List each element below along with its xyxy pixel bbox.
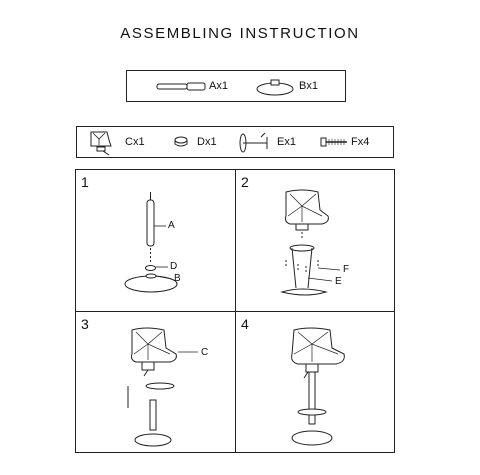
screw-icon (320, 137, 347, 147)
step-1-callout-b: B (174, 273, 181, 284)
step-1-callout-d: D (170, 261, 178, 272)
part-label-f: Fx4 (351, 136, 370, 148)
step-4-number: 4 (241, 316, 249, 332)
grid-divider-horizontal (76, 311, 394, 312)
step-3-panel: 3 C (76, 312, 235, 452)
step-2-number: 2 (241, 174, 249, 190)
gas-lift-icon (156, 82, 206, 91)
step-1-callout-a: A (168, 220, 175, 231)
part-label-e: Ex1 (277, 136, 296, 148)
step-3-callout-c: C (201, 347, 209, 358)
step-2-panel: 2 F E (236, 170, 396, 311)
step-2-callout-e: E (335, 276, 342, 287)
step-4-illustration (291, 327, 345, 446)
step-3-number: 3 (81, 316, 89, 332)
part-label-c: Cx1 (125, 136, 145, 148)
base-icon (256, 79, 294, 96)
page-title: ASSEMBLING INSTRUCTION (120, 25, 360, 42)
step-1-panel: 1 A D B (76, 170, 235, 311)
step-2-callout-f: F (343, 264, 350, 275)
part-label-a: Ax1 (209, 80, 228, 92)
ring-icon (174, 136, 188, 147)
step-3-illustration (127, 327, 198, 447)
seat-icon (90, 131, 112, 156)
part-label-d: Dx1 (197, 136, 217, 148)
parts-list-top: Ax1 Bx1 (126, 70, 346, 102)
step-1-number: 1 (81, 174, 89, 190)
parts-list-bottom: Cx1 Dx1 Ex1 Fx4 (76, 126, 394, 158)
steps-grid: 1 A D B 2 (75, 169, 395, 453)
step-4-panel: 4 (236, 312, 396, 452)
footrest-icon (239, 132, 268, 153)
step-1-illustration (124, 192, 178, 293)
part-label-b: Bx1 (299, 80, 318, 92)
step-2-illustration (280, 189, 341, 296)
